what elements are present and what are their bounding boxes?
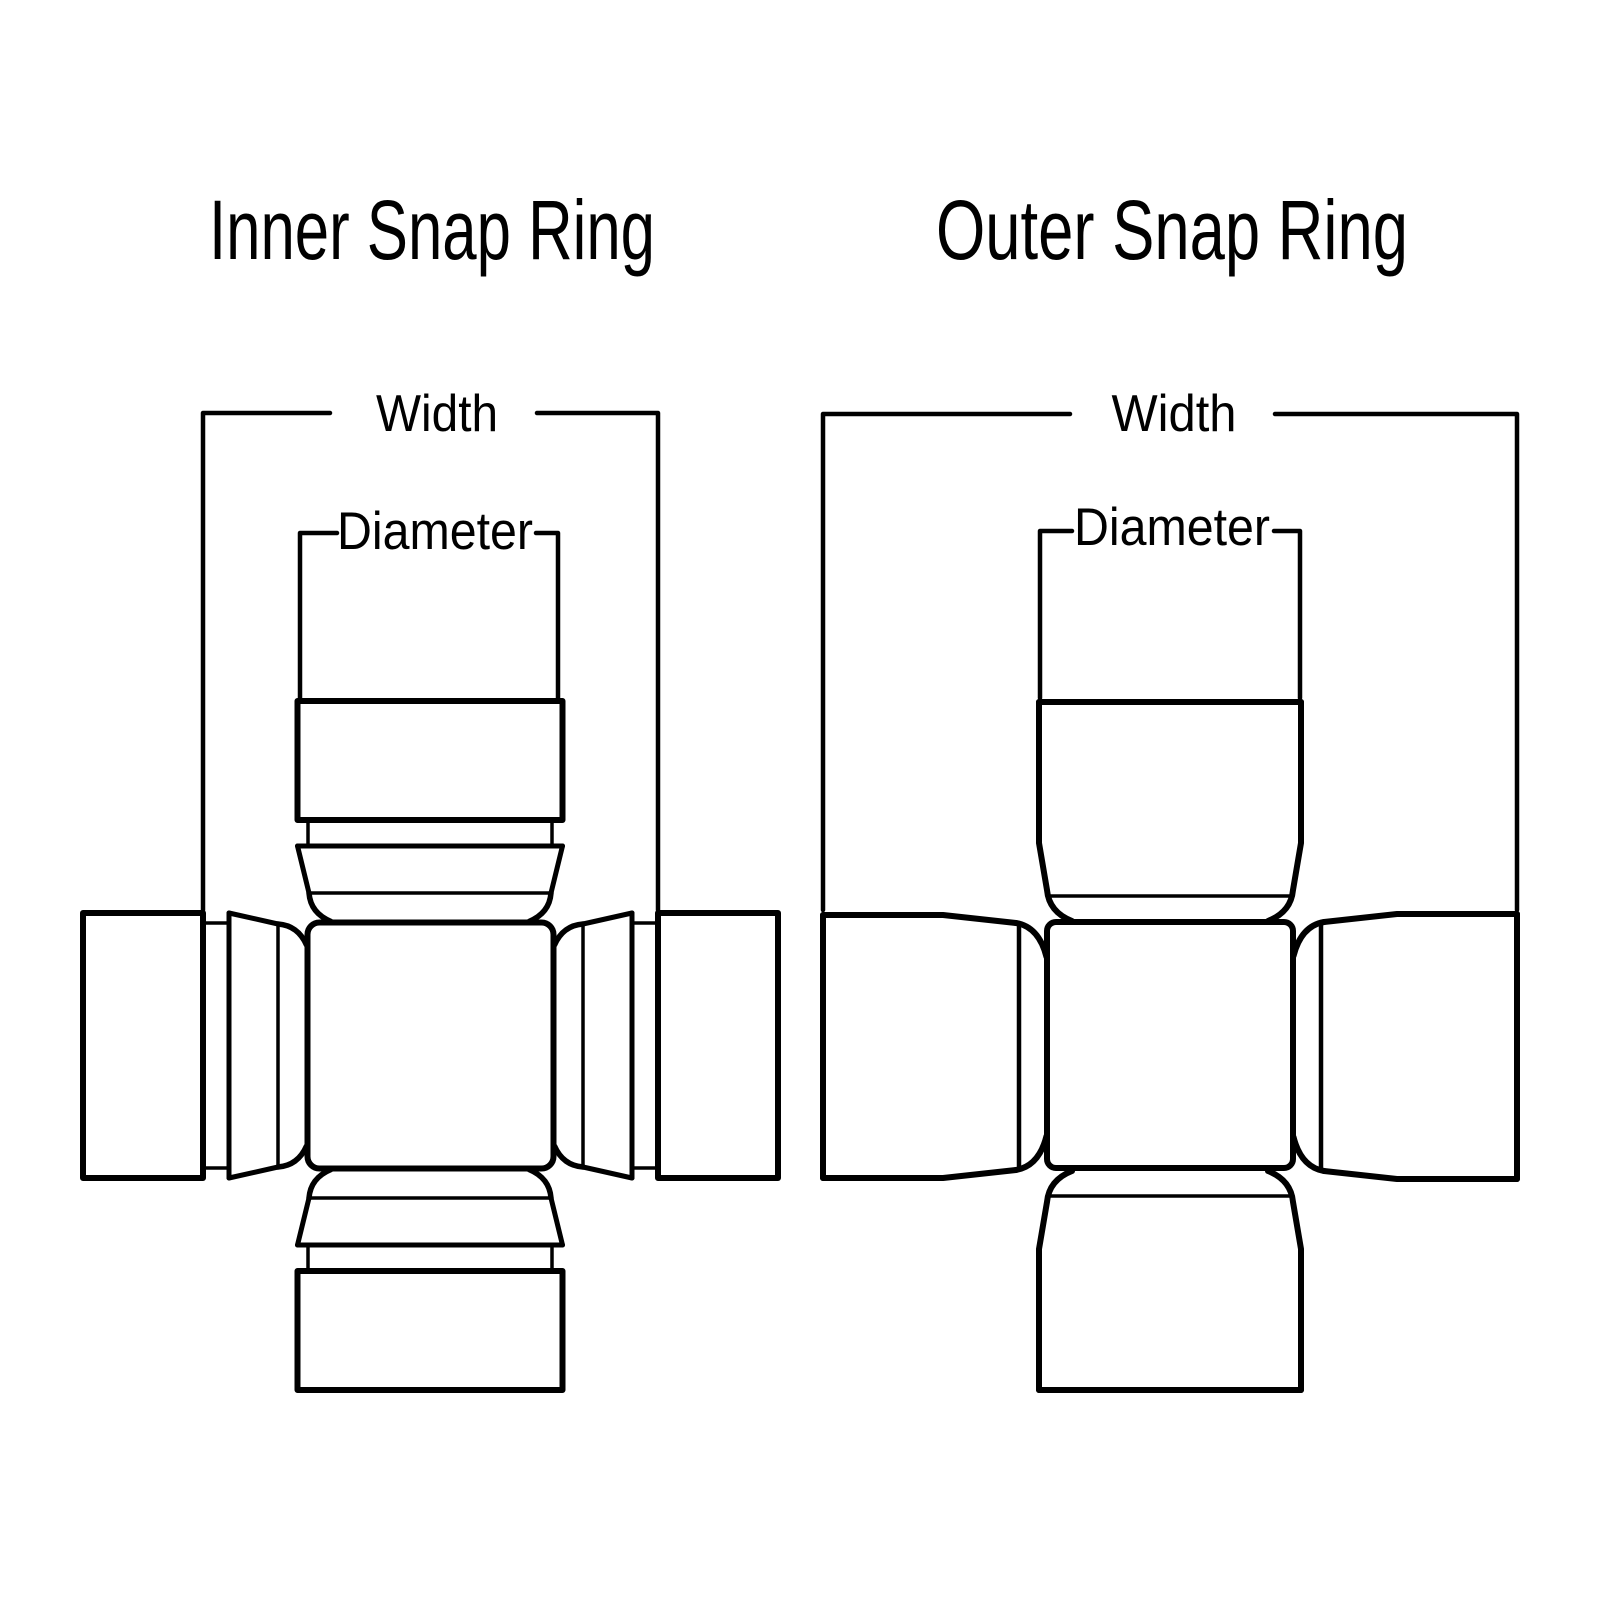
outer-left-trunnion-neck	[1013, 920, 1050, 1173]
inner-top-bearing-cup	[294, 698, 566, 823]
outer-bottom-cup-left-side	[1036, 1168, 1075, 1393]
inner-left-snap-ring-groove	[201, 921, 231, 1170]
inner-left-trunnion-fillet	[275, 921, 310, 1170]
outer-top-cup-left-side	[1036, 699, 1075, 924]
inner-bottom-bearing-cup	[294, 1268, 566, 1393]
inner-width-label: Width	[376, 385, 498, 443]
inner-left-bearing-cup	[80, 910, 206, 1181]
inner-diameter-bracket-right	[533, 530, 561, 702]
outer-top-cup-right-side	[1265, 699, 1304, 924]
outer-diameter-label: Diameter	[1074, 498, 1270, 557]
outer-snap-ring-diagram: Outer Snap Ring Width Diameter	[820, 183, 1520, 1393]
inner-diameter-dimension: Diameter	[297, 502, 561, 702]
outer-width-bracket-left	[820, 411, 1073, 913]
outer-diagram-title: Outer Snap Ring	[936, 183, 1408, 277]
inner-bottom-arm	[294, 1166, 566, 1393]
outer-diameter-bracket-right	[1271, 528, 1303, 701]
inner-width-bracket-left	[200, 410, 333, 913]
outer-right-cup-bottom-side	[1321, 1168, 1520, 1182]
outer-width-dimension: Width	[820, 385, 1520, 913]
outer-bottom-arm	[1036, 1168, 1304, 1393]
outer-left-cup-bottom-side	[820, 1167, 1019, 1181]
outer-joint-drawing	[820, 699, 1520, 1393]
inner-diameter-bracket-left	[297, 530, 340, 702]
inner-diameter-label: Diameter	[337, 502, 533, 561]
inner-joint-drawing	[80, 698, 781, 1393]
inner-right-seal-taper	[580, 910, 635, 1181]
inner-cross-body	[304, 919, 557, 1172]
inner-bottom-trunnion-fillet	[306, 1166, 554, 1201]
outer-cross-body	[1044, 919, 1296, 1171]
outer-width-label: Width	[1112, 385, 1237, 443]
outer-left-arm	[820, 912, 1050, 1181]
inner-width-bracket-right	[534, 410, 661, 913]
inner-bottom-snap-ring-groove	[306, 1243, 554, 1273]
outer-diameter-bracket-left	[1037, 528, 1075, 701]
inner-top-snap-ring-groove	[306, 818, 554, 848]
inner-diagram-title: Inner Snap Ring	[209, 183, 655, 277]
inner-bottom-seal-taper	[295, 1195, 565, 1248]
inner-snap-ring-diagram: Inner Snap Ring Width Diameter	[80, 183, 781, 1393]
outer-right-cup-top-side	[1321, 911, 1520, 925]
inner-top-arm	[294, 698, 566, 925]
inner-top-trunnion-fillet	[306, 890, 554, 925]
inner-width-dimension: Width	[200, 385, 661, 913]
outer-right-arm	[1290, 911, 1520, 1182]
inner-right-trunnion-fillet	[551, 921, 586, 1170]
outer-bottom-cup-right-side	[1265, 1168, 1304, 1393]
inner-right-arm	[551, 910, 781, 1181]
outer-width-bracket-right	[1272, 411, 1520, 913]
inner-left-seal-taper	[226, 910, 281, 1181]
outer-diameter-dimension: Diameter	[1037, 498, 1303, 701]
outer-top-arm	[1036, 699, 1304, 924]
inner-right-bearing-cup	[655, 910, 781, 1181]
outer-right-trunnion-neck	[1290, 919, 1327, 1174]
outer-left-cup-top-side	[820, 912, 1019, 926]
inner-left-arm	[80, 910, 310, 1181]
inner-top-seal-taper	[295, 843, 565, 896]
inner-right-snap-ring-groove	[630, 921, 660, 1170]
